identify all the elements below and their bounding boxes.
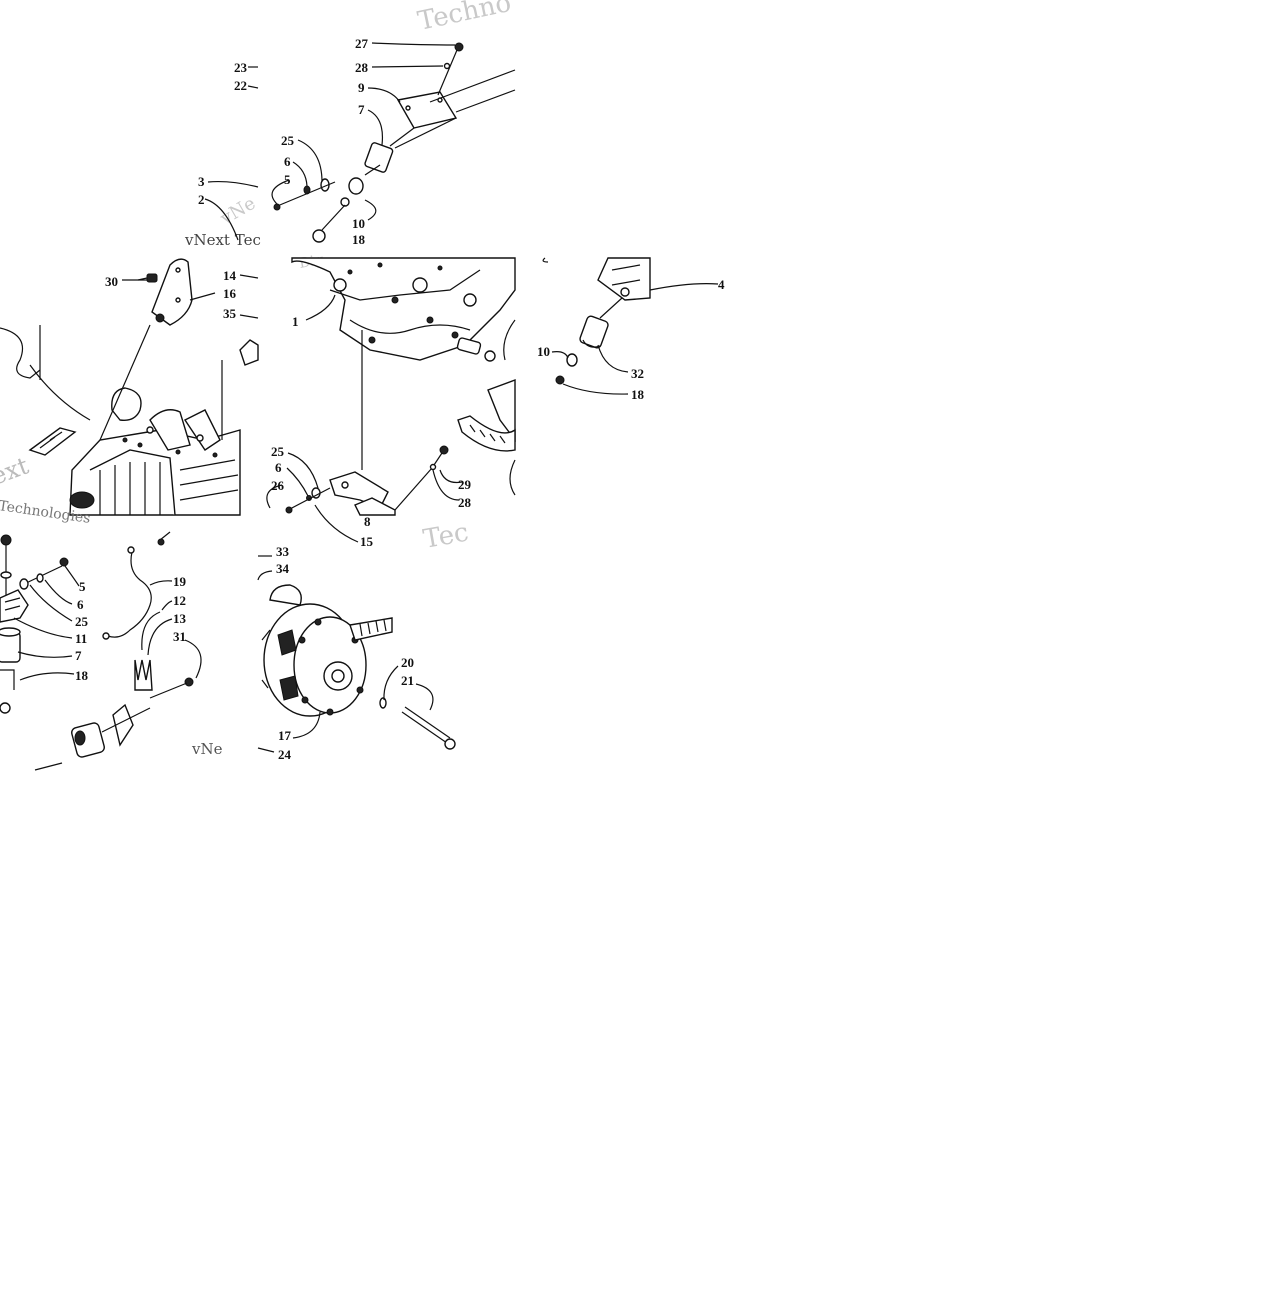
- callout-20: 20: [401, 655, 414, 670]
- callout-25-bottom: 25: [75, 614, 89, 629]
- belt-guard: [457, 319, 516, 496]
- callout-10: 10: [352, 216, 365, 231]
- callout-16: 16: [223, 286, 237, 301]
- callout-2: 2: [198, 192, 205, 207]
- callout-11: 11: [75, 631, 87, 646]
- callout-30: 30: [105, 274, 118, 289]
- bolt-27: [437, 42, 464, 96]
- bolt-lower: [19, 557, 69, 590]
- washer-stack-upper: [273, 178, 336, 211]
- exhaust-cover-16: [151, 258, 193, 326]
- callout-18-front: 18: [631, 387, 645, 402]
- pipe-and-shield: [0, 325, 91, 456]
- callout-23: 23: [234, 60, 248, 75]
- callout-6-lower: 6: [275, 460, 282, 475]
- callout-28: 28: [355, 60, 369, 75]
- callout-13: 13: [173, 611, 187, 626]
- callout-26: 26: [271, 478, 285, 493]
- callout-9: 9: [358, 80, 365, 95]
- callout-6: 6: [284, 154, 291, 169]
- engine-block: [69, 387, 241, 516]
- callout-6-bottom: 6: [77, 597, 84, 612]
- fitting-30: [137, 273, 158, 283]
- watermark-vnext: vNext Tec: [184, 231, 261, 249]
- bracket-8: [329, 330, 433, 516]
- callout-32: 32: [631, 366, 644, 381]
- mount-bracket-4: [597, 257, 719, 301]
- tile-top-mount-assembly: Techno vNext Tec vNe: [184, 0, 516, 249]
- watermark-tec: Tec: [421, 517, 471, 554]
- bushing-lower: [34, 703, 151, 771]
- callout-1: 1: [292, 314, 299, 329]
- tile-engine-cylinders: 30 14 16 35 ext Technologies: [0, 258, 259, 527]
- callout-17: 17: [278, 728, 292, 743]
- callout-22: 22: [234, 78, 247, 93]
- callout-25: 25: [281, 133, 295, 148]
- watermark-vne-bottom: vNe: [191, 740, 223, 758]
- callout-33: 33: [276, 544, 290, 559]
- ground-strap-19: [102, 531, 171, 640]
- rubber-mount-32: [579, 297, 623, 349]
- terminal-12-13: [134, 611, 161, 691]
- watermark-ext: ext: [0, 451, 33, 490]
- callout-18-bottom: 18: [75, 668, 89, 683]
- tile-lower-mount: 5 6 25 11 7 18 19 12 13 31 vNe: [0, 531, 223, 771]
- callout-35: 35: [223, 306, 237, 321]
- callout-7: 7: [358, 102, 365, 117]
- callout-14: 14: [223, 268, 237, 283]
- callout-25-lower: 25: [271, 444, 285, 459]
- callout-21: 21: [401, 673, 414, 688]
- callout-34: 34: [276, 561, 290, 576]
- callout-8: 8: [364, 514, 371, 529]
- callout-31: 31: [173, 629, 186, 644]
- callout-10-front: 10: [537, 344, 550, 359]
- drive-clutch-17: [261, 584, 367, 717]
- callout-4: 4: [718, 277, 725, 292]
- tile-clutch: Tec: [257, 517, 471, 762]
- callout-28-lower: 28: [458, 495, 472, 510]
- lower-mount-stack: [0, 534, 29, 714]
- callout-27: 27: [355, 36, 369, 51]
- bolt-29: [429, 445, 449, 471]
- nut-front: [555, 353, 578, 385]
- nut-upper: [312, 197, 350, 243]
- callout-24: 24: [278, 747, 292, 762]
- callout-5: 5: [284, 172, 291, 187]
- mount-plate: [389, 69, 516, 149]
- callout-12: 12: [173, 593, 186, 608]
- callout-18: 18: [352, 232, 366, 247]
- rubber-mount-7: [348, 142, 394, 195]
- callout-15: 15: [360, 534, 374, 549]
- bolt-21: [379, 697, 456, 750]
- screw-31: [149, 677, 194, 699]
- callout-29: 29: [458, 477, 472, 492]
- watermark-techno: Techno: [415, 0, 514, 37]
- callout-7-lower: 7: [75, 648, 82, 663]
- callout-5-lower: 5: [79, 579, 86, 594]
- crankcase: [291, 257, 516, 362]
- washer-stack-lower: [285, 487, 331, 514]
- callout-19: 19: [173, 574, 187, 589]
- tile-crankcase: Dig: [266, 252, 516, 549]
- drive-belt: [349, 617, 393, 641]
- callout-3: 3: [198, 174, 205, 189]
- tile-front-mount: 4 10 32 18: [537, 257, 725, 402]
